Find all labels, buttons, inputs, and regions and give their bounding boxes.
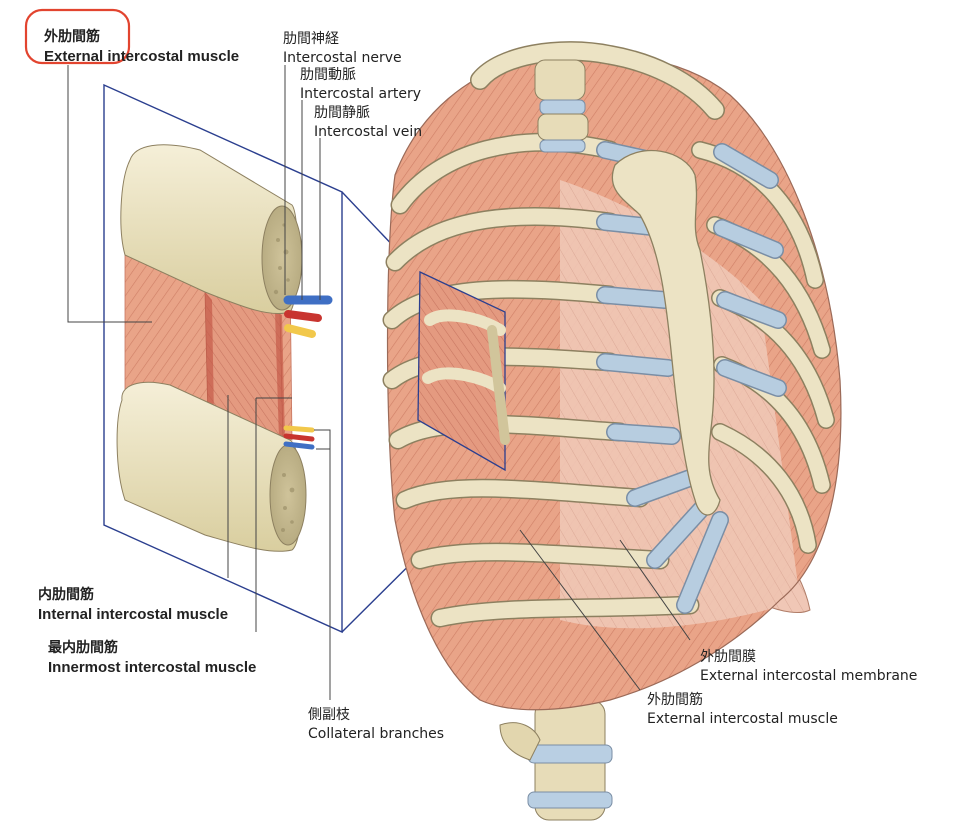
label-en: External intercostal membrane (700, 668, 918, 684)
label-en: Internal intercostal muscle (38, 606, 229, 623)
rib-segment-detail (116, 144, 333, 552)
highlight-outline (24, 8, 131, 65)
label-collateral-branches: 側副枝 Collateral branches (308, 706, 444, 744)
label-en: Innermost intercostal muscle (48, 659, 257, 676)
label-en: Intercostal nerve (283, 50, 402, 66)
label-jp: 肋間神経 (283, 31, 339, 47)
thorax (382, 41, 842, 821)
vertebral-column (499, 699, 613, 821)
label-jp: 外肋間筋 (44, 29, 100, 45)
label-jp: 肋間動脈 (300, 67, 356, 83)
label-jp: 最内肋間筋 (48, 640, 118, 656)
label-intercostal-nerve: 肋間神経 Intercostal nerve (283, 30, 402, 68)
label-jp: 内肋間筋 (38, 587, 94, 603)
upper-vertebra (534, 59, 589, 153)
label-external-intercostal-muscle-bottom: 外肋間筋 External intercostal muscle (647, 691, 838, 729)
collateral-bundle (283, 425, 315, 450)
label-jp: 外肋間筋 (647, 692, 703, 708)
label-en: External intercostal muscle (647, 711, 838, 727)
label-external-intercostal-membrane: 外肋間膜 External intercostal membrane (700, 648, 917, 686)
label-jp: 側副枝 (308, 707, 350, 723)
leader-lines (67, 65, 691, 700)
sternum (611, 149, 721, 516)
label-intercostal-artery: 肋間動脈 Intercostal artery (300, 66, 421, 104)
label-en: Collateral branches (308, 726, 445, 742)
intercostal-bundle (283, 295, 333, 338)
label-internal-intercostal-muscle: 内肋間筋 Internal intercostal muscle (38, 586, 228, 624)
label-en: Intercostal vein (314, 124, 423, 140)
label-jp: 外肋間膜 (700, 649, 756, 665)
label-en: Intercostal artery (300, 86, 421, 102)
label-jp: 肋間静脈 (314, 105, 370, 121)
label-external-intercostal-muscle-top: 外肋間筋 External intercostal muscle (44, 28, 239, 66)
label-intercostal-vein: 肋間静脈 Intercostal vein (314, 104, 422, 142)
label-en: External intercostal muscle (44, 48, 240, 65)
cutout-window (417, 270, 510, 472)
label-innermost-intercostal-muscle: 最内肋間筋 Innermost intercostal muscle (48, 639, 256, 677)
